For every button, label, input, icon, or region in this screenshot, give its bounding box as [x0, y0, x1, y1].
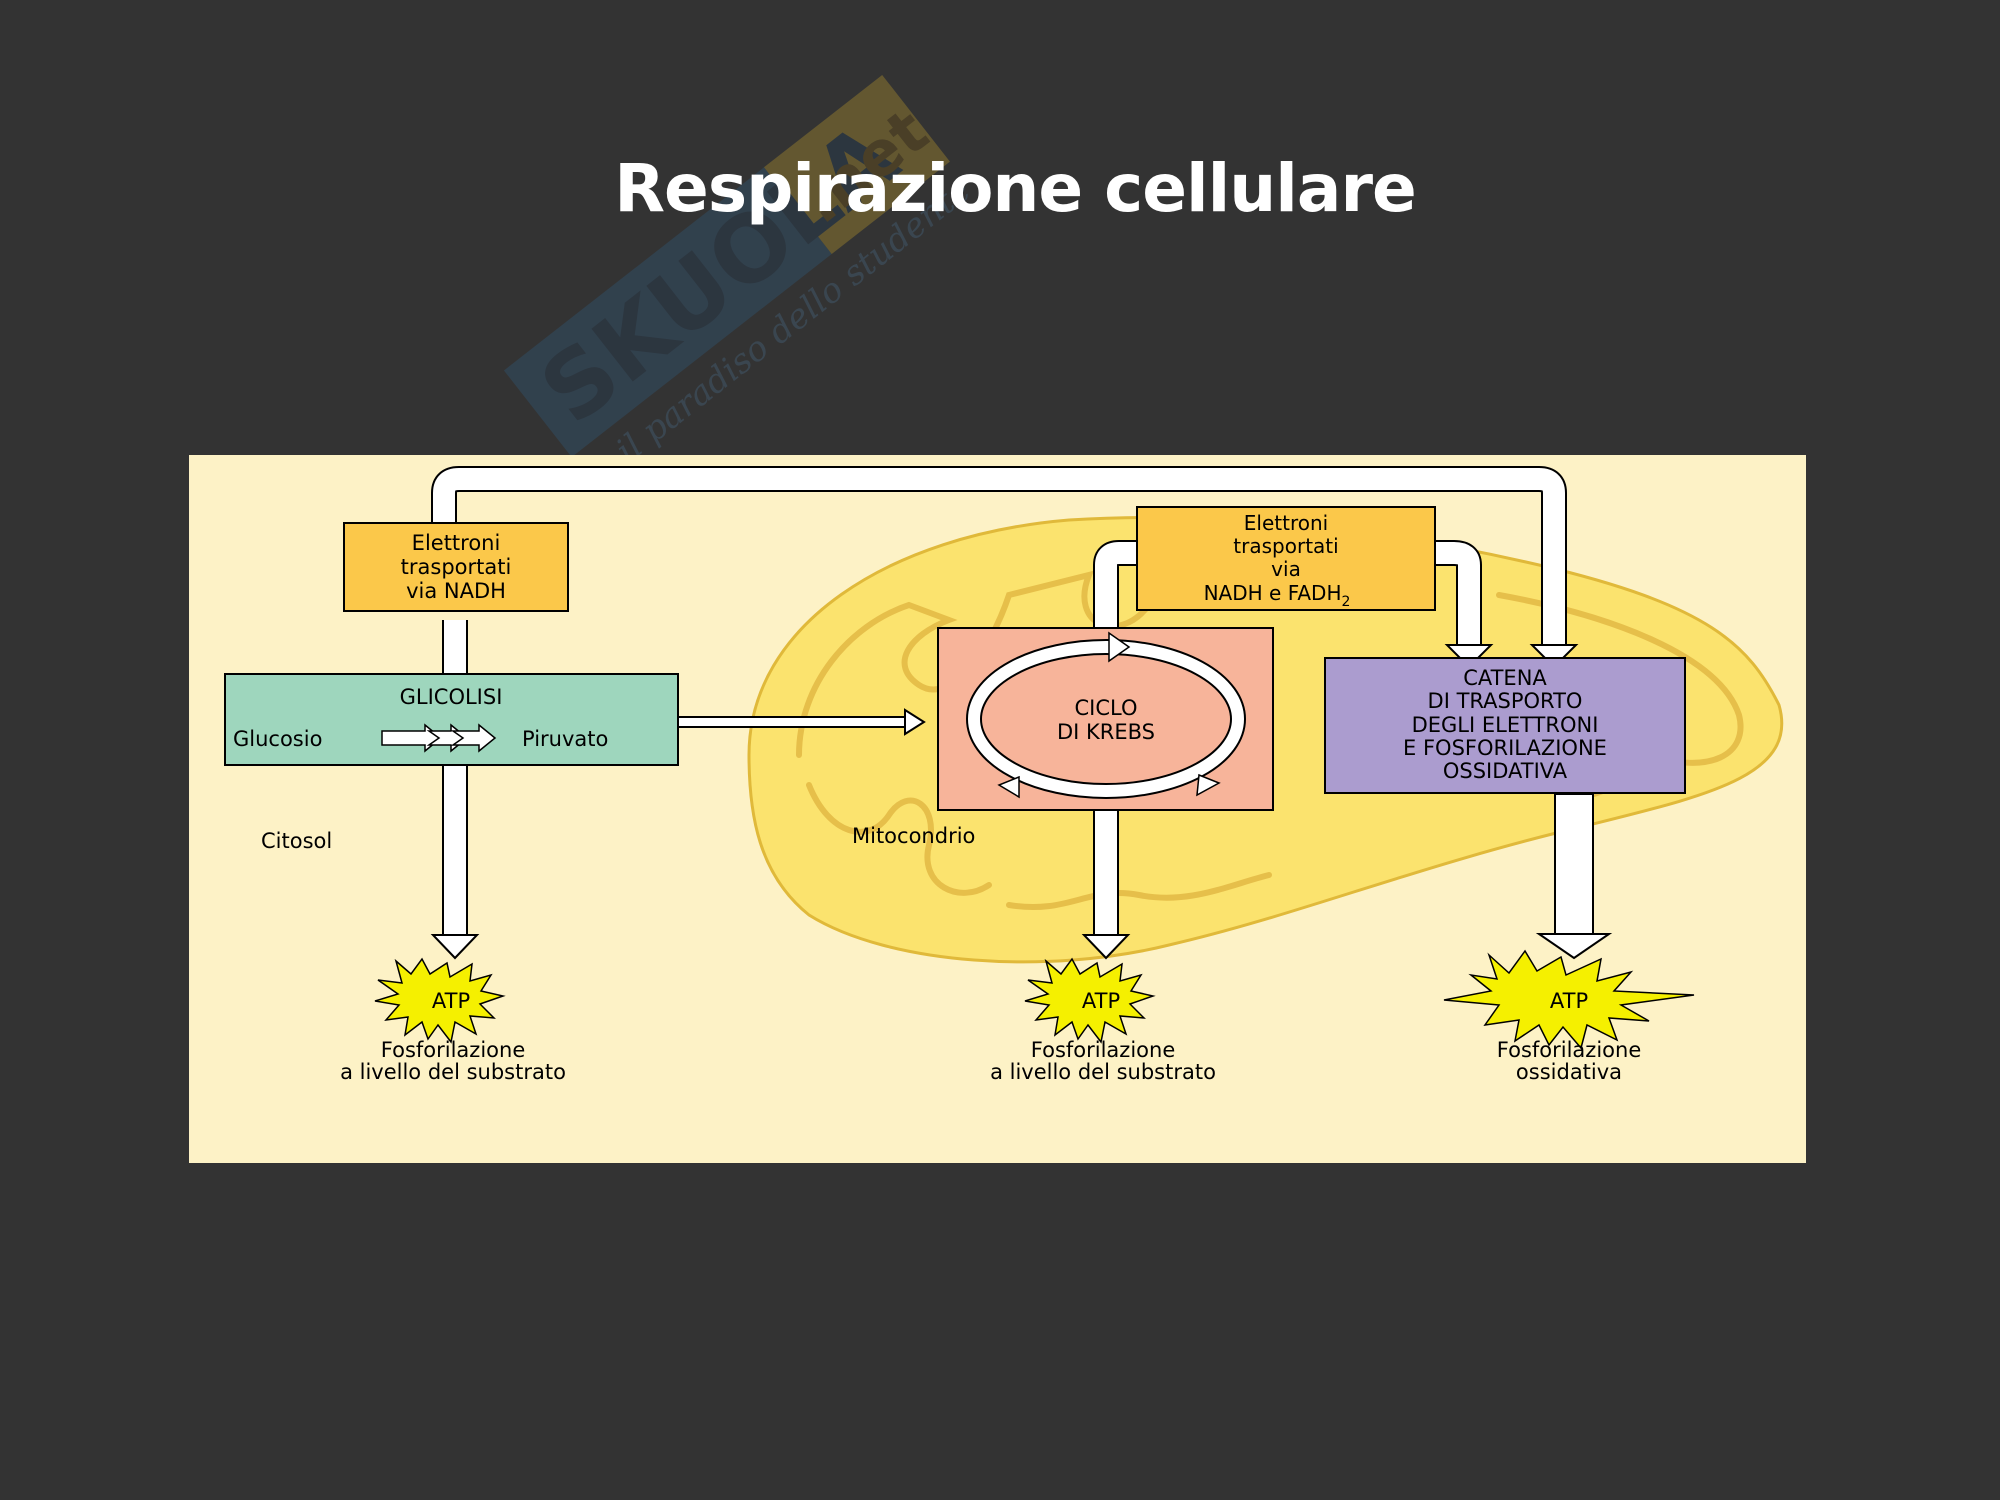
catena-line3: DEGLI ELETTRONI	[1412, 713, 1599, 737]
watermark-logo: SKUOLA .net il paradiso dello studente	[470, 60, 990, 480]
atp-label-2: ATP	[1082, 989, 1120, 1013]
box-electrons-fadh2-subscript: 2	[1341, 594, 1350, 610]
catena-line5: OSSIDATIVA	[1443, 759, 1568, 783]
krebs-line1: CICLO	[1075, 696, 1138, 720]
label-citosol: Citosol	[261, 829, 332, 853]
atp-caption-2-line1: Fosforilazione	[1031, 1038, 1175, 1062]
box-electrons-fadh2-line4: NADH e FADH	[1204, 581, 1342, 605]
label-mitocondrio: Mitocondrio	[852, 824, 975, 848]
atp-caption-1-line1: Fosforilazione	[381, 1038, 525, 1062]
box-electron-transport-chain: CATENA DI TRASPORTO DEGLI ELETTRONI E FO…	[1325, 658, 1685, 793]
atp-caption-2-line2: a livello del substrato	[990, 1060, 1216, 1084]
catena-line2: DI TRASPORTO	[1428, 689, 1583, 713]
glycolysis-from: Glucosio	[233, 727, 322, 751]
box-electrons-nadh: Elettroni trasportati via NADH	[344, 523, 568, 611]
arrow-down-glycolysis	[433, 935, 477, 958]
krebs-line2: DI KREBS	[1057, 720, 1155, 744]
box-electrons-fadh2-line2: trasportati	[1233, 534, 1338, 558]
glycolysis-title: GLICOLISI	[400, 685, 503, 709]
box-electrons-nadh-fadh2: Elettroni trasportati via NADH e FADH2	[1137, 507, 1435, 610]
glycolysis-to: Piruvato	[522, 727, 608, 751]
atp-burst-1: ATP	[375, 959, 503, 1042]
box-electrons-nadh-line3: via NADH	[406, 579, 506, 603]
box-krebs: CICLO DI KREBS	[938, 628, 1273, 810]
diagram-canvas: Elettroni trasportati via NADH Elettroni…	[189, 455, 1806, 1163]
slide-title: Respirazione cellulare	[0, 150, 2000, 227]
catena-line1: CATENA	[1463, 666, 1547, 690]
respiration-diagram: Elettroni trasportati via NADH Elettroni…	[189, 455, 1806, 1163]
catena-line4: E FOSFORILAZIONE	[1403, 736, 1607, 760]
atp-caption-3-line2: ossidativa	[1516, 1060, 1622, 1084]
atp-burst-2: ATP	[1025, 959, 1153, 1042]
atp-burst-3: ATP	[1444, 951, 1694, 1048]
atp-caption-1-line2: a livello del substrato	[340, 1060, 566, 1084]
atp-label-3: ATP	[1550, 989, 1588, 1013]
box-glycolysis: GLICOLISI Glucosio Piruvato	[225, 674, 678, 765]
box-electrons-fadh2-line3: via	[1271, 557, 1301, 581]
atp-caption-3-line1: Fosforilazione	[1497, 1038, 1641, 1062]
box-electrons-fadh2-line1: Elettroni	[1244, 511, 1328, 535]
box-electrons-nadh-line1: Elettroni	[412, 531, 501, 555]
atp-label-1: ATP	[432, 989, 470, 1013]
box-electrons-nadh-line2: trasportati	[401, 555, 512, 579]
arrow-down-catena	[1539, 934, 1609, 958]
